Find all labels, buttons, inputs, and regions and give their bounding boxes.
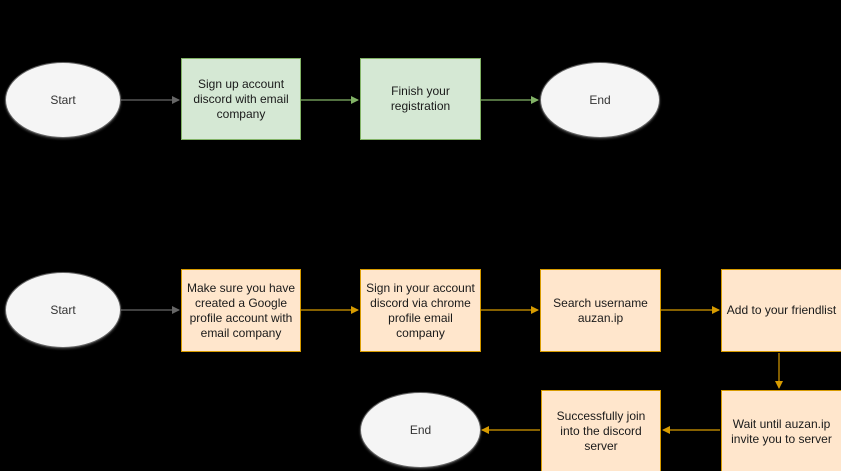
flow1-step1-label: Sign up account discord with email compa… xyxy=(193,76,289,121)
flow2-step6-label: Successfully join into the discord serve… xyxy=(556,409,646,453)
flow2-step6-node[interactable]: Successfully join into the discord serve… xyxy=(541,390,661,471)
flow2-step1-node[interactable]: Make sure you have created a Google prof… xyxy=(181,269,301,352)
flow1-step2-node[interactable]: Finish your registration xyxy=(360,58,481,140)
flow2-step2-node[interactable]: Sign in your account discord via chrome … xyxy=(360,269,481,352)
flow1-end-label: End xyxy=(589,92,611,107)
flow2-step2-label: Sign in your account discord via chrome … xyxy=(366,280,475,340)
flow2-step5-node[interactable]: Wait until auzan.ip invite you to server xyxy=(721,390,841,471)
flow2-start-node[interactable]: Start xyxy=(5,272,121,348)
flow2-end-node[interactable]: End xyxy=(360,392,481,468)
flow1-step1-node[interactable]: Sign up account discord with email compa… xyxy=(181,58,301,140)
flow2-step4-label: Add to your friendlist xyxy=(726,303,837,317)
flow2-step3-node[interactable]: Search username auzan.ip xyxy=(540,269,661,352)
flow1-start-label: Start xyxy=(50,92,76,107)
flow1-end-node[interactable]: End xyxy=(540,62,660,138)
flow2-end-label: End xyxy=(409,422,432,437)
flow2-step5-label: Wait until auzan.ip invite you to server xyxy=(731,416,832,446)
flow1-step2-label: Finish your registration xyxy=(390,84,451,113)
flow1-start-node[interactable]: Start xyxy=(5,62,121,138)
flow2-start-label: Start xyxy=(50,302,76,317)
flow2-step3-label: Search username auzan.ip xyxy=(553,295,648,325)
flow2-step1-label: Make sure you have created a Google prof… xyxy=(186,280,296,340)
flow2-step4-node[interactable]: Add to your friendlist xyxy=(721,269,841,352)
